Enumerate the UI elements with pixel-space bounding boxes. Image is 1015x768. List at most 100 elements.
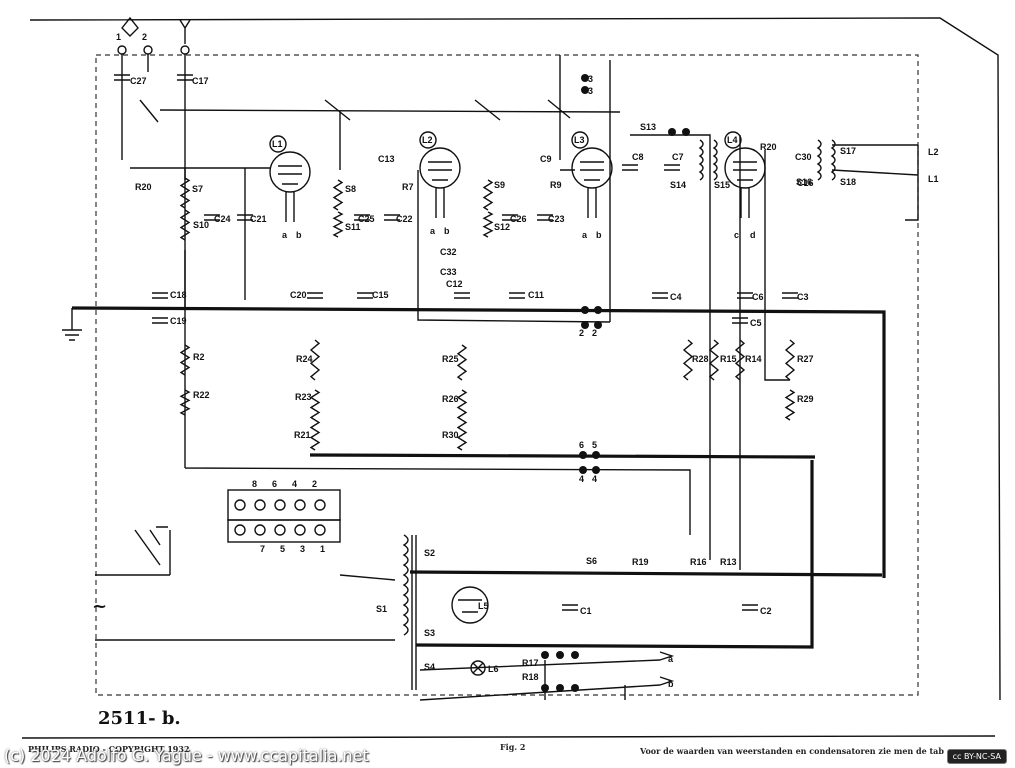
- component-label: R18: [522, 672, 539, 682]
- component-label: C18: [170, 290, 187, 300]
- wave-switches: [134, 99, 571, 566]
- capacitor: [664, 164, 680, 171]
- junction-dot: [556, 651, 564, 659]
- mains-symbol: ~: [92, 596, 107, 617]
- capacitor: [152, 292, 168, 299]
- valve-tag: [269, 135, 287, 153]
- junction-dot: [682, 128, 690, 136]
- resistor: [482, 179, 494, 211]
- valve-pin-label: c: [734, 230, 739, 240]
- pin-number: 8: [252, 479, 257, 489]
- terminal-label: 6: [579, 440, 584, 450]
- resistor: [179, 177, 191, 209]
- terminal-label: 2: [579, 328, 584, 338]
- component-label: S17: [840, 146, 856, 156]
- component-label: C4: [670, 292, 682, 302]
- junction-dot: [541, 684, 549, 692]
- valve-envelope: [724, 147, 766, 189]
- component-label: R22: [193, 390, 210, 400]
- output-wires: [419, 659, 661, 701]
- paper-bottom-line: [21, 735, 996, 739]
- component-label: R15: [720, 354, 737, 364]
- pin-number: 1: [320, 544, 325, 554]
- component-label: C8: [632, 152, 644, 162]
- component-label: R30: [442, 430, 459, 440]
- return-line: [415, 460, 814, 649]
- component-label: S16: [796, 177, 812, 187]
- resistor: [784, 339, 796, 381]
- junction-dot: [581, 74, 589, 82]
- component-label: C25: [358, 214, 375, 224]
- component-label: C22: [396, 214, 413, 224]
- antenna-terminals: [117, 16, 191, 310]
- valve-label-L4: L4: [727, 135, 738, 145]
- mains-wires: [95, 530, 396, 641]
- valve-label-L3: L3: [574, 135, 585, 145]
- capacitor: [384, 214, 400, 221]
- component-label: S1: [376, 604, 387, 614]
- capacitor: [622, 164, 638, 171]
- component-label: C27: [130, 76, 147, 86]
- capacitor: [732, 317, 748, 324]
- resistor: [734, 339, 746, 381]
- component-label: S18: [840, 177, 856, 187]
- capacitor: [357, 292, 373, 299]
- valve-label-L1: L1: [272, 139, 283, 149]
- resistor: [332, 211, 344, 238]
- junction-dot: [556, 684, 564, 692]
- valve-tag: [724, 131, 742, 149]
- terminal-label: 1: [116, 32, 121, 42]
- valve-pin-label: b: [596, 230, 602, 240]
- resistor: [456, 344, 468, 381]
- resistor: [456, 419, 468, 451]
- valve-tag: [571, 131, 589, 149]
- pin-number: 7: [260, 544, 265, 554]
- rectifier-valve: [451, 586, 489, 624]
- resistor: [179, 209, 191, 241]
- valve-pin-label: b: [444, 226, 450, 236]
- junction-dot: [579, 451, 587, 459]
- valve-label-L5: L5: [478, 601, 489, 611]
- resistor: [482, 211, 494, 238]
- component-label: S6: [586, 556, 597, 566]
- component-label: S13: [640, 122, 656, 132]
- resistor: [309, 419, 321, 451]
- wire-b: [184, 250, 691, 535]
- output-arrows: [659, 651, 675, 686]
- wire-g: [831, 144, 919, 221]
- junction-dot: [668, 128, 676, 136]
- junction-dot: [581, 321, 589, 329]
- component-label: C33: [440, 267, 457, 277]
- junction-dot: [592, 466, 600, 474]
- component-label: C16: [797, 178, 814, 188]
- component-label: R14: [745, 354, 762, 364]
- component-label: R28: [692, 354, 709, 364]
- component-label: R9: [550, 180, 562, 190]
- valve-label-L2: L2: [422, 135, 433, 145]
- component-label: S11: [345, 222, 361, 232]
- capacitor: [562, 604, 578, 611]
- component-label: S7: [192, 184, 203, 194]
- valve-pin-label: d: [750, 230, 756, 240]
- junction-dot: [594, 321, 602, 329]
- resistor: [332, 179, 344, 211]
- mains-switch: [149, 526, 168, 546]
- terminal-label: 4: [592, 474, 597, 484]
- ht-line: [309, 453, 816, 459]
- output-transformer: [816, 139, 836, 181]
- capacitor: [177, 74, 193, 81]
- license-badge: cc BY-NC-SA: [946, 749, 1007, 764]
- wire-d: [417, 60, 611, 323]
- junction-dot: [594, 306, 602, 314]
- valve-envelope: [571, 147, 613, 189]
- component-label: S9: [494, 180, 505, 190]
- component-label: C20: [290, 290, 307, 300]
- junction-dot: [579, 466, 587, 474]
- component-label: C5: [750, 318, 762, 328]
- copyright-line: PHILIPS RADIO - COPYRIGHT 1932: [28, 744, 190, 754]
- components: [114, 74, 798, 692]
- mains-transformer: [402, 534, 417, 690]
- capacitor: [354, 214, 370, 221]
